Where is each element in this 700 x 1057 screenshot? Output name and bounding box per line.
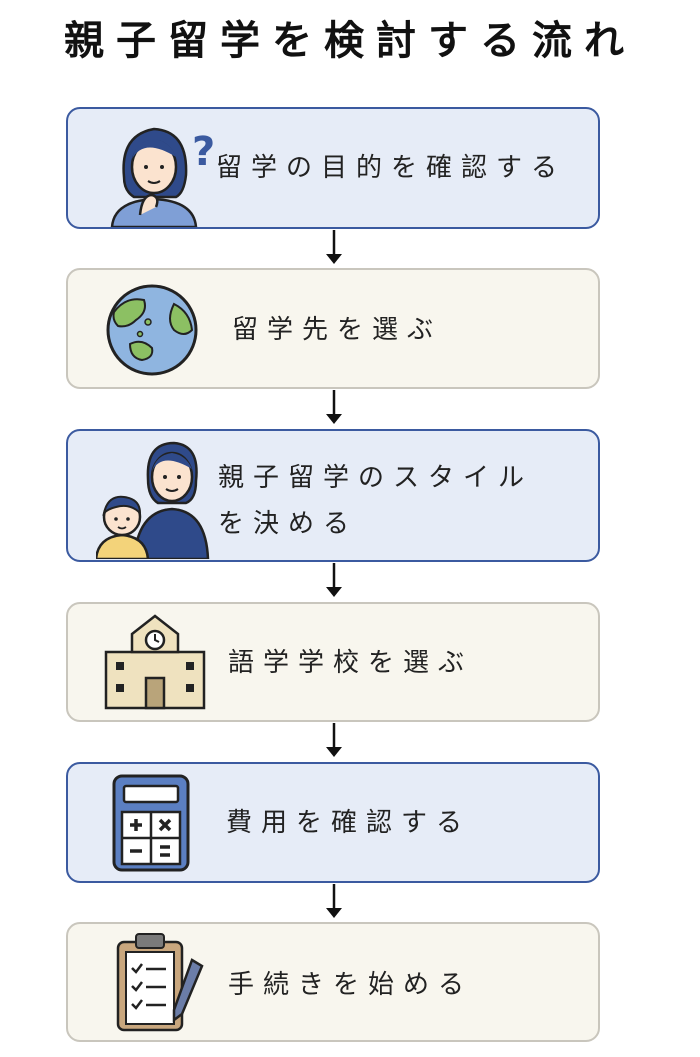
step-5-box: 費用を確認する	[66, 762, 600, 883]
step-4-box: 語学学校を選ぶ	[66, 602, 600, 722]
step-6-box: 手続きを始める	[66, 922, 600, 1042]
parent-child-icon	[96, 441, 210, 559]
globe-icon	[106, 284, 198, 376]
page-title: 親子留学を検討する流れ	[64, 18, 636, 64]
step-5-label: 費用を確認する	[226, 808, 472, 838]
step-3-label-line-1: 親子留学のスタイル	[218, 463, 534, 493]
step-1-label: 留学の目的を確認する	[216, 153, 567, 183]
arrow-down-icon	[326, 884, 342, 918]
step-4-label: 語学学校を選ぶ	[228, 648, 474, 678]
svg-text:?: ?	[192, 129, 214, 175]
step-6-label: 手続きを始める	[228, 970, 474, 1000]
step-2-box: 留学先を選ぶ	[66, 268, 600, 389]
step-3-box: 親子留学のスタイル を決める	[66, 429, 600, 562]
calculator-icon	[112, 774, 190, 872]
step-1-box: ? 留学の目的を確認する	[66, 107, 600, 229]
arrow-down-icon	[326, 563, 342, 597]
school-building-icon	[104, 614, 206, 710]
arrow-down-icon	[326, 390, 342, 424]
arrow-down-icon	[326, 723, 342, 757]
clipboard-icon	[116, 933, 204, 1032]
step-2-label: 留学先を選ぶ	[232, 315, 443, 345]
arrow-down-icon	[326, 230, 342, 264]
step-3-label-line-2: を決める	[218, 509, 359, 539]
thinking-woman-icon: ?	[110, 127, 214, 227]
